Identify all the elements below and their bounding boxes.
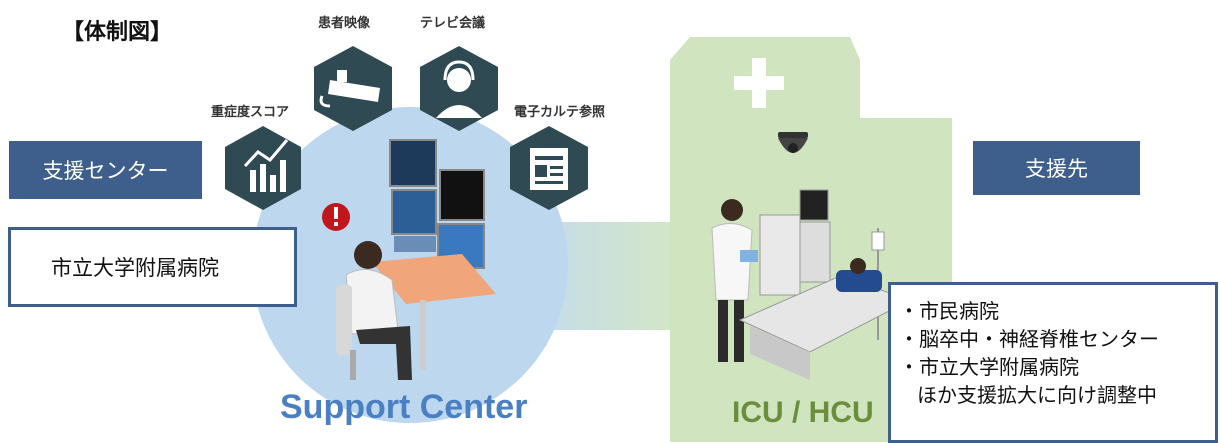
hospital-bed [738,258,912,380]
document-icon [510,126,588,210]
destination-item: ・市民病院 [899,299,999,323]
desk [372,254,496,304]
diagram-title: 【体制図】 [62,20,173,45]
operator-figure [336,241,412,380]
support-destination-badge: 支援先 [973,141,1140,195]
support-center-badge: 支援センター [9,141,202,199]
medical-equipment [759,189,885,340]
bar-chart-icon [225,126,301,210]
ceiling-camera-icon [778,132,808,153]
support-center-label: Support Center [280,388,528,426]
destination-list-box: ・市民病院 ・脳卒中・神経脊椎センター ・市立大学附属病院 ほか支援拡大に向け調… [888,282,1218,443]
doctor-figure [711,199,758,362]
severity-score-label: 重症度スコア [211,105,290,120]
medical-cross-icon [734,58,784,108]
tv-conference-label: テレビ会議 [420,16,486,31]
left-organization-name: 市立大学附属病院 [51,256,219,280]
camera-icon [314,46,392,131]
ehr-reference-label: 電子カルテ参照 [514,105,606,120]
icu-hcu-label: ICU / HCU [732,396,874,429]
patient-video-label: 患者映像 [318,16,371,31]
destination-note: ほか支援拡大に向け調整中 [917,383,1157,407]
headset-operator-icon [420,46,498,131]
alert-icon [322,203,350,231]
left-organization-box: 市立大学附属病院 [8,227,297,307]
destination-item: ・市立大学附属病院 [899,355,1079,379]
destination-item: ・脳卒中・神経脊椎センター [899,327,1159,351]
